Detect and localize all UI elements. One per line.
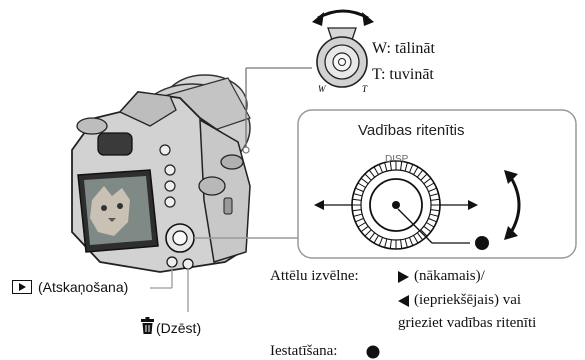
setting-label: Iestatīšana: (270, 343, 337, 360)
zoom-t-mark: T (362, 84, 368, 94)
button-leaders (150, 266, 188, 312)
disp-label: DISP (385, 154, 408, 165)
camera-body (72, 75, 250, 272)
delete-button-label: (Dzēst) (156, 320, 201, 336)
image-menu-next: (nākamais)/ (398, 268, 485, 285)
zoom-w-mark: W (318, 84, 327, 94)
playback-text: (Atskaņošana) (38, 279, 128, 295)
playback-icon (12, 280, 32, 294)
zoom-w-label: W: tālināt (372, 40, 435, 58)
trash-icon (141, 317, 154, 334)
image-menu-previous-text: (iepriekšējais) vai (414, 292, 521, 308)
image-menu-rotate: grieziet vadības ritenīti (398, 315, 536, 332)
playback-button-label: (Atskaņošana) (12, 279, 128, 295)
image-menu-label: Attēlu izvēlne: (270, 268, 359, 285)
image-menu-previous: (iepriekšējais) vai (398, 292, 521, 309)
control-wheel-title: Vadības ritenītis (358, 122, 464, 139)
zoom-t-label: T: tuvināt (372, 66, 434, 84)
set-dot-icon (367, 346, 380, 359)
image-menu-next-text: (nākamais)/ (414, 268, 485, 284)
